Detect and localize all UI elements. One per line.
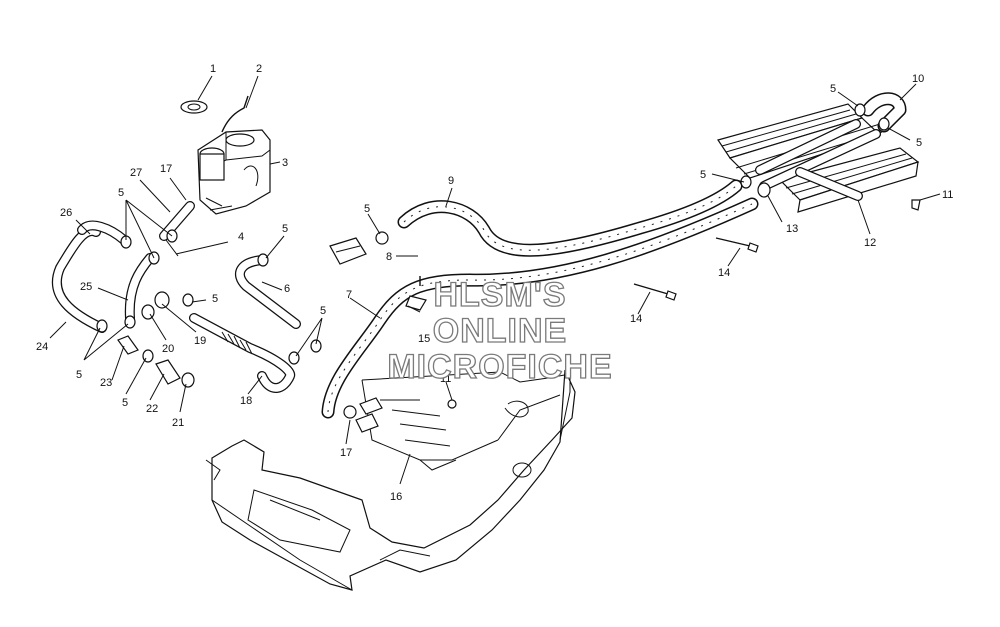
callout-18: 18 bbox=[240, 395, 252, 407]
callout-5a: 5 bbox=[118, 187, 124, 199]
watermark-line-2: ONLINE bbox=[433, 312, 567, 350]
callout-3: 3 bbox=[282, 157, 288, 169]
callout-15: 15 bbox=[418, 333, 430, 345]
leader-lines bbox=[49, 75, 941, 485]
u-hose bbox=[861, 92, 907, 133]
callout-6: 6 bbox=[284, 283, 290, 295]
callout-21: 21 bbox=[172, 417, 184, 429]
callout-14b: 14 bbox=[630, 313, 642, 325]
callout-23: 23 bbox=[100, 377, 112, 389]
callout-9: 9 bbox=[448, 175, 454, 187]
callout-17b: 17 bbox=[340, 447, 352, 459]
callout-12: 12 bbox=[864, 237, 876, 249]
callout-2: 2 bbox=[256, 63, 262, 75]
callout-5i: 5 bbox=[916, 137, 922, 149]
long-hose-9 bbox=[397, 179, 743, 257]
callout-26: 26 bbox=[60, 207, 72, 219]
hose-clip-8 bbox=[329, 231, 427, 311]
callout-5d: 5 bbox=[212, 293, 218, 305]
callout-8: 8 bbox=[386, 251, 392, 263]
callout-19: 19 bbox=[194, 335, 206, 347]
callout-5g: 5 bbox=[364, 203, 370, 215]
watermark-line-1: HLSM'S bbox=[433, 276, 566, 314]
callout-13: 13 bbox=[786, 223, 798, 235]
cap-gasket bbox=[180, 100, 208, 114]
callout-5f: 5 bbox=[320, 305, 326, 317]
tunnel-chassis bbox=[205, 369, 576, 591]
bottom-fittings-17 bbox=[343, 397, 457, 433]
callout-10: 10 bbox=[912, 73, 924, 85]
callout-22: 22 bbox=[146, 403, 158, 415]
callout-27: 27 bbox=[130, 167, 142, 179]
watermark-line-3: MICROFICHE bbox=[387, 348, 612, 386]
callout-5b: 5 bbox=[76, 369, 82, 381]
callout-11a: 11 bbox=[942, 189, 953, 201]
callout-20: 20 bbox=[162, 343, 174, 355]
callout-labels: 1 2 3 4 5 5 5 5 5 5 5 5 5 5 6 7 8 9 10 1… bbox=[36, 63, 953, 503]
callout-4: 4 bbox=[238, 231, 244, 243]
callout-14a: 14 bbox=[718, 267, 730, 279]
left-hoses bbox=[51, 201, 195, 333]
callout-11b: 11 bbox=[440, 373, 451, 385]
watermark: HLSM'S ONLINE MICROFICHE bbox=[387, 275, 613, 386]
callout-7: 7 bbox=[346, 289, 352, 301]
callout-5j: 5 bbox=[700, 169, 706, 181]
long-hose-7 bbox=[321, 197, 759, 419]
right-clamps bbox=[633, 103, 921, 301]
exchanger-tubes bbox=[755, 119, 881, 201]
callout-24: 24 bbox=[36, 341, 48, 353]
callout-17a: 17 bbox=[160, 163, 172, 175]
callout-1: 1 bbox=[210, 63, 216, 75]
callout-5h: 5 bbox=[830, 83, 836, 95]
left-fittings bbox=[96, 229, 195, 388]
bellows-hose-18 bbox=[189, 313, 296, 393]
callout-5e: 5 bbox=[282, 223, 288, 235]
callout-16: 16 bbox=[390, 491, 402, 503]
callout-5c: 5 bbox=[122, 397, 128, 409]
callout-25: 25 bbox=[80, 281, 92, 293]
coolant-tank bbox=[180, 95, 271, 215]
